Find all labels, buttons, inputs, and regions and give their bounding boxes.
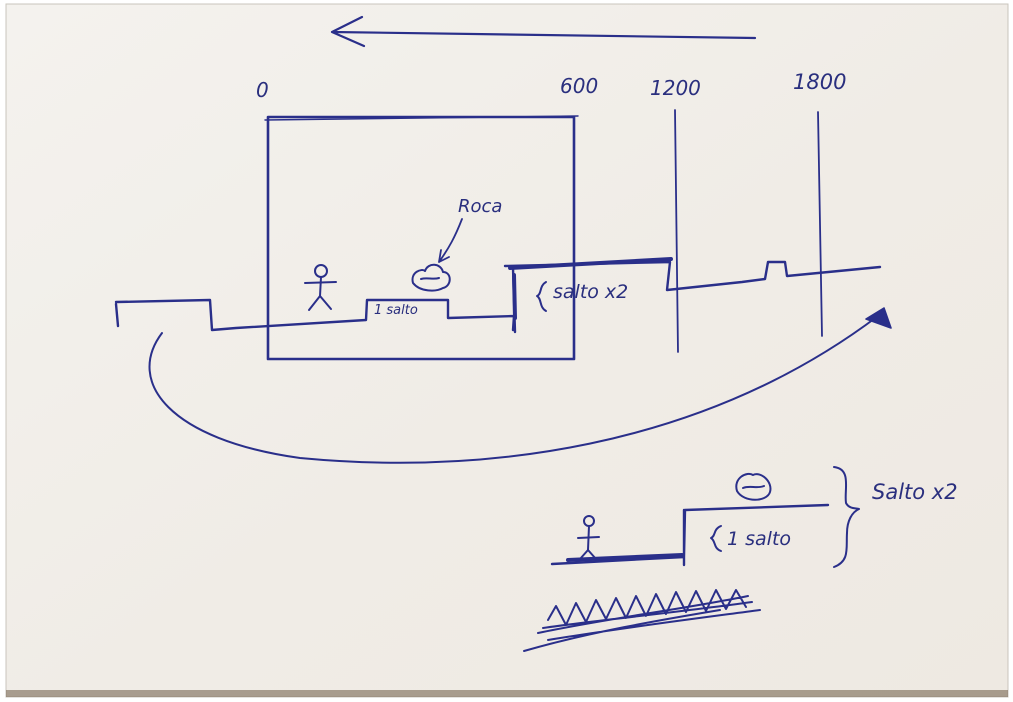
bottom-shadow [6,690,1008,697]
axis-label-1200: 1200 [650,78,701,98]
axis-label-0: 0 [256,80,269,100]
paper-background [6,4,1008,697]
axis-label-1800: 1800 [793,72,846,93]
axis-label-600: 600 [560,76,598,96]
single-jump-label: 1 salto [374,304,418,317]
zoom-double-jump-label: Salto x2 [872,482,958,503]
double-jump-label: salto x2 [553,283,628,302]
rock-label: Roca [458,198,502,216]
zoom-single-jump-label: 1 salto [727,530,791,549]
